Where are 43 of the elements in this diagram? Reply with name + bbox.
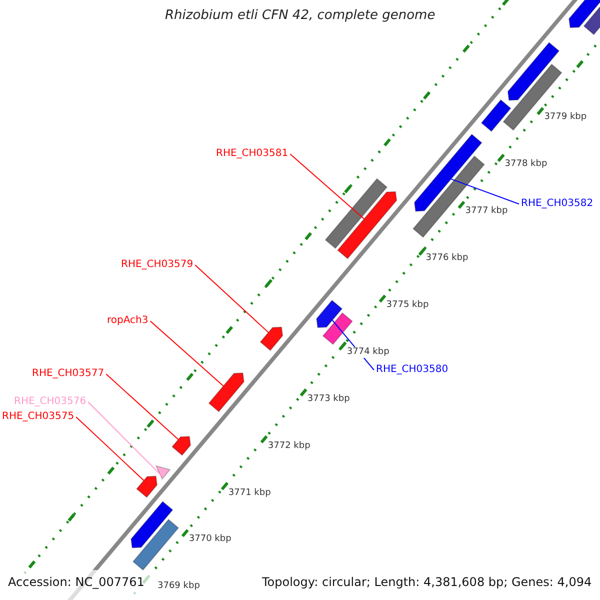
scale-label: 3779 kbp [544,112,587,124]
gene-feature [316,300,343,328]
scale-label: 3776 kbp [426,253,468,264]
leader-line [194,264,269,333]
gene-feature [130,500,174,548]
gene-feature [322,312,353,345]
genome-stats-text: Topology: circular; Length: 4,381,608 bp; Genes: 4,094 [262,575,592,589]
gene-feature [260,326,284,352]
scale-label: 3774 kbp [346,346,390,358]
leader-line [88,402,162,477]
leader-line [76,416,144,481]
title: Rhizobium etli CFN 42, complete genome [165,8,436,23]
gene-label: RHE_CH03581 [216,148,288,160]
leader-line [106,374,179,440]
gene-feature [507,42,560,101]
gene-label: RHE_CH03580 [376,364,448,376]
scale-label: 3773 kbp [307,394,350,405]
scale-label: 3770 kbp [188,534,232,546]
gene-label: RHE_CH03577 [32,368,104,380]
scale-label: 3769 kbp [158,581,200,592]
scale-label: 3777 kbp [465,206,508,218]
gene-feature [136,476,158,498]
gene-feature [132,518,180,571]
accession-text: Accession: NC_007761 [8,575,144,589]
gene-label: RHE_CH03582 [521,198,594,210]
gene-feature [480,99,512,132]
gene-feature [324,178,388,249]
gene-label: RHE_CH03579 [121,259,194,271]
leader-line [150,320,224,386]
scale-label: 3771 kbp [228,488,271,498]
gene-label: RHE_CH03576 [14,396,86,408]
gene-feature [172,436,192,456]
gene-label: RHE_CH03575 [2,411,74,423]
gene-triangle [155,465,171,480]
leader-line [290,154,365,220]
gene-label: ropAch3 [107,315,148,327]
gene-feature [208,372,244,412]
scale-label: 3775 kbp [386,300,429,311]
leader-line [450,178,520,204]
gene-feature [337,191,398,260]
scale-label: 3778 kbp [504,159,548,170]
gene-feature [568,0,600,28]
scale-label: 3772 kbp [268,440,310,452]
